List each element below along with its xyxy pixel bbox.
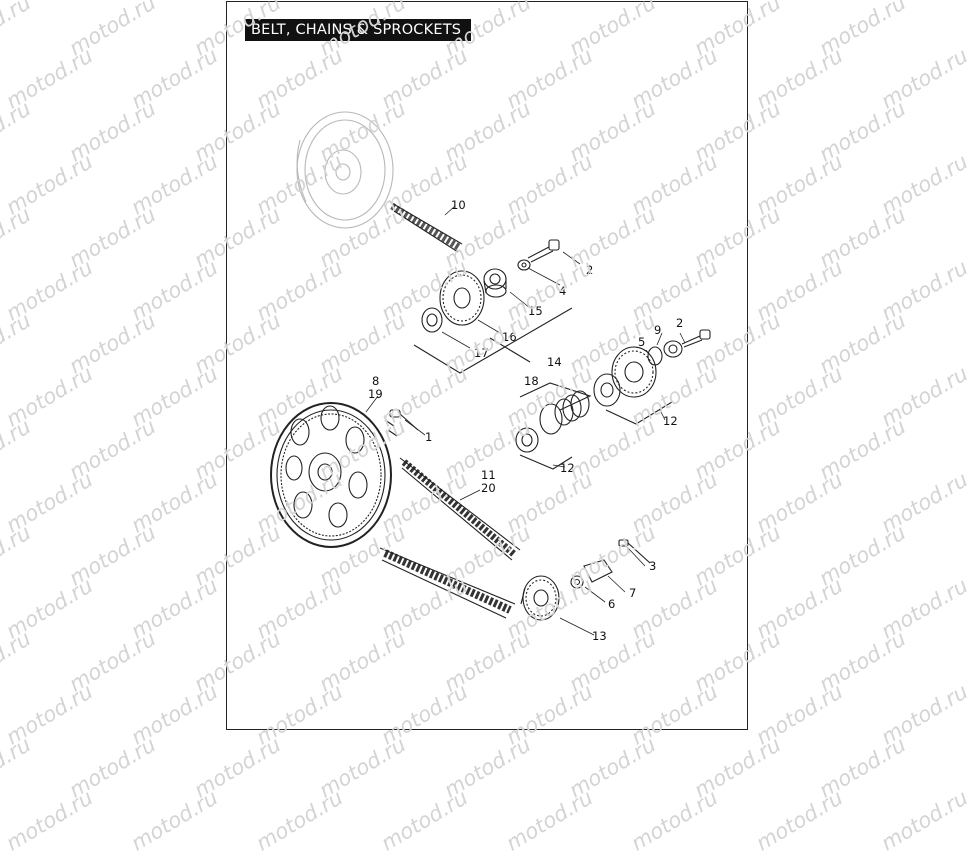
spline-adapter — [483, 268, 507, 298]
callout-11: 11 — [481, 468, 496, 482]
watermark-text: motod.ru — [377, 785, 472, 856]
watermark-text: motod.ru — [627, 785, 722, 856]
watermark-text: motod.ru — [252, 785, 347, 856]
callout-13: 13 — [592, 629, 607, 643]
callout-14: 14 — [547, 355, 562, 369]
engine-sprocket — [593, 346, 673, 425]
callout-8: 8 — [372, 374, 379, 388]
callout-4: 4 — [559, 284, 566, 298]
lock-plate-hardware — [570, 539, 651, 589]
watermark-text: motod.ru — [127, 785, 222, 856]
bolt-upper — [517, 239, 560, 271]
watermark-text: motod.ru — [752, 785, 847, 856]
sliding-gear — [515, 427, 573, 470]
callout-2-upper: 2 — [586, 263, 593, 277]
drive-belt-lower — [379, 547, 516, 619]
compensating-sprocket — [439, 270, 485, 326]
leader-lines — [365, 205, 686, 636]
spring-stack — [519, 382, 592, 435]
callout-20: 20 — [481, 481, 496, 495]
rear-belt-pulley — [270, 402, 398, 548]
callout-3: 3 — [649, 559, 656, 573]
callout-7: 7 — [629, 586, 636, 600]
primary-drive-ghost — [296, 111, 394, 229]
kit-bracket-14 — [413, 307, 573, 374]
watermark-text: motod.ru — [877, 785, 972, 856]
watermark-text: motod.ru — [565, 732, 660, 803]
callout-labels: 10 2 4 15 16 17 14 9 2 5 18 8 19 1 12 12… — [368, 198, 683, 643]
primary-chain — [389, 201, 463, 253]
callout-16: 16 — [502, 330, 517, 344]
watermark-text: motod.ru — [815, 732, 910, 803]
watermark-text: motod.ru — [440, 732, 535, 803]
callout-10: 10 — [451, 198, 466, 212]
watermark-text: motod.ru — [190, 732, 285, 803]
callout-18: 18 — [524, 374, 539, 388]
callout-19: 19 — [368, 387, 383, 401]
watermark-text: motod.ru — [65, 732, 160, 803]
diagram-frame: BELT, CHAINS & SPROCKETS — [226, 1, 748, 730]
callout-15: 15 — [528, 304, 543, 318]
watermark-text: motod.ru — [315, 732, 410, 803]
callout-17: 17 — [474, 346, 489, 360]
callout-5: 5 — [638, 335, 645, 349]
watermark-text: motod.ru — [690, 732, 785, 803]
callout-9: 9 — [654, 323, 661, 337]
diagram-title: BELT, CHAINS & SPROCKETS — [245, 19, 472, 41]
sprocket-bearing — [421, 307, 443, 333]
exploded-parts-diagram: 10 2 4 15 16 17 14 9 2 5 18 8 19 1 12 12… — [270, 111, 711, 643]
transmission-pulley — [520, 575, 560, 621]
drive-belt-upper — [399, 457, 521, 561]
callout-2-right: 2 — [676, 316, 683, 330]
callout-6: 6 — [608, 597, 615, 611]
watermark-text: motod.ru — [502, 785, 597, 856]
callout-12-left: 12 — [560, 461, 575, 475]
watermark-text: motod.ru — [2, 785, 97, 856]
watermark-text: motod.ru — [0, 732, 35, 803]
callout-1: 1 — [425, 430, 432, 444]
callout-12-right: 12 — [663, 414, 678, 428]
